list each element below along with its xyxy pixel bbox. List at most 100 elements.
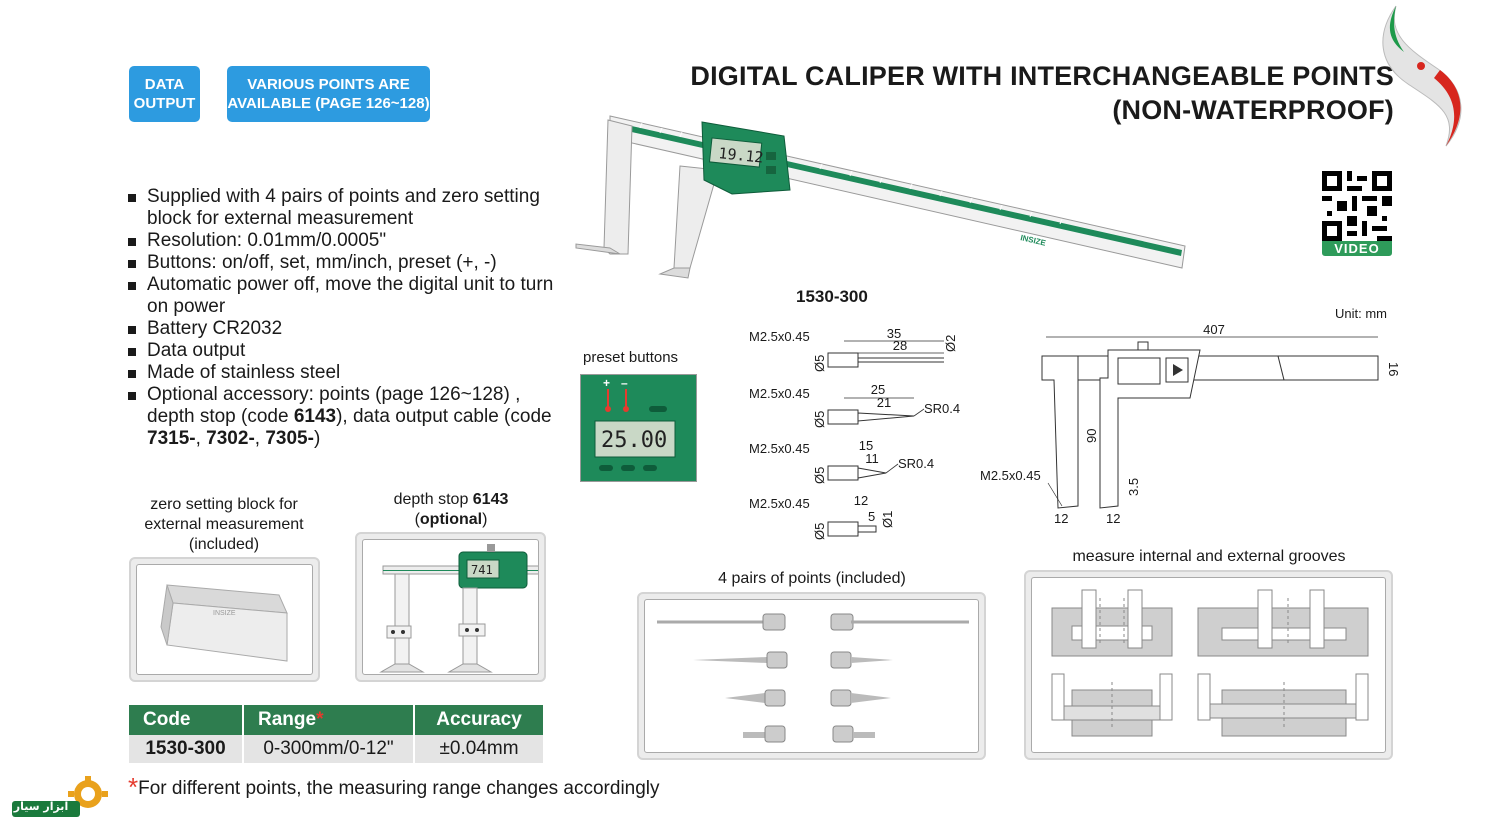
row1-inner: 28 [893, 338, 907, 353]
feature-item: Supplied with 4 pairs of points and zero… [128, 186, 558, 230]
zero-block-photo: INSIZE [129, 557, 320, 682]
pairs-caption: 4 pairs of points (included) [718, 570, 906, 587]
row3-dia: Ø5 [812, 467, 827, 484]
row1-tip: Ø2 [943, 335, 958, 352]
cell-code: 1530-300 [129, 735, 244, 763]
pairs-image [657, 613, 969, 743]
various-points-badge: VARIOUS POINTS ARE AVAILABLE (PAGE 126~1… [227, 66, 430, 122]
feature-item: Made of stainless steel [128, 362, 558, 384]
feature-item: Automatic power off, move the digital un… [128, 274, 558, 318]
caliper-display-reading: 19.12 [718, 144, 765, 167]
product-subtitle: (NON-WATERPROOF) [1112, 95, 1394, 125]
point-drawing-row-4: M2.5x0.45 12 5 Ø1 Ø5 [749, 493, 895, 540]
qr-code-icon [1322, 171, 1392, 241]
caliper-dimension-drawing: 407 16 90 3.5 M2.5x0.45 12 12 [980, 322, 1398, 526]
pairs-photo [637, 592, 986, 760]
grooves-caption: measure internal and external grooves [1072, 548, 1346, 565]
optional-accessory-prefix: Optional accessory: points (page 126~128… [147, 384, 521, 427]
dim-thread: M2.5x0.45 [980, 468, 1041, 483]
table-row: 1530-300 0-300mm/0-12" ±0.04mm [129, 735, 543, 763]
preset-minus-label: – [621, 376, 628, 390]
cable-code-2: 7302- [206, 428, 255, 449]
unit-label: Unit: mm [1335, 306, 1387, 321]
optional-accessory-suffix: ) [313, 428, 321, 449]
footnote-text: For different points, the measuring rang… [138, 778, 660, 799]
feature-item: Buttons: on/off, set, mm/inch, preset (+… [128, 252, 558, 274]
features-list: Supplied with 4 pairs of points and zero… [128, 186, 558, 450]
flag-swoosh-logo [1382, 5, 1462, 147]
footnote-star: * [128, 772, 139, 802]
cell-accuracy: ±0.04mm [414, 735, 543, 763]
abzar-sayar-logo-text: ابزار سیار [13, 800, 69, 813]
row4-thread: M2.5x0.45 [749, 496, 810, 511]
zero-block-caption: zero setting block for external measurem… [129, 495, 319, 555]
header-range-label: Range [258, 709, 317, 730]
optional-accessory-middle: ), data output cable (code [336, 406, 552, 427]
dim-beam-height: 16 [1386, 362, 1398, 376]
paren-open: ( [414, 511, 420, 528]
zero-block-caption-line3: (included) [188, 536, 260, 553]
caliper-illustration: INSIZE 19.12 [575, 115, 1186, 279]
dim-tip-height: 3.5 [1126, 478, 1141, 496]
preset-plus-label: + [603, 376, 610, 390]
code-separator: , [254, 428, 266, 449]
point-drawing-row-1: M2.5x0.45 35 28 Ø2 Ø5 [749, 326, 958, 372]
abzar-sayar-logo [12, 776, 108, 817]
zero-block-image: INSIZE [160, 584, 288, 662]
point-drawing-row-2: M2.5x0.45 25 21 SR0.4 Ø5 [749, 382, 960, 428]
depth-stop-optional: optional [419, 511, 483, 528]
dim-jaw-width-right: 12 [1106, 511, 1120, 526]
preset-plus-button [605, 406, 611, 412]
qr-code[interactable] [1322, 171, 1392, 241]
row4-dia: Ø5 [812, 523, 827, 540]
feature-item: Battery CR2032 [128, 318, 558, 340]
grooves-image [1051, 589, 1369, 737]
various-points-badge-line2: AVAILABLE (PAGE 126~128) [227, 95, 430, 112]
row3-inner: 11 [865, 451, 879, 466]
header-range: Range* [243, 705, 415, 735]
cable-code-3: 7305- [265, 428, 314, 449]
dim-jaw-width-left: 12 [1054, 511, 1068, 526]
row1-thread: M2.5x0.45 [749, 329, 810, 344]
spec-table: Code Range* Accuracy 1530-300 0-300mm/0-… [129, 705, 543, 763]
depth-stop-caption-prefix: depth stop [393, 491, 473, 508]
row2-tip: SR0.4 [924, 401, 960, 416]
row4-tip: Ø1 [880, 511, 895, 528]
row3-thread: M2.5x0.45 [749, 441, 810, 456]
code-separator: , [195, 428, 207, 449]
feature-item-optional-accessory: Optional accessory: points (page 126~128… [128, 384, 558, 450]
preset-buttons-caption: preset buttons [583, 349, 679, 366]
cell-range: 0-300mm/0-12" [243, 735, 415, 763]
depth-stop-caption-code: 6143 [472, 491, 509, 508]
model-label: 1530-300 [796, 287, 868, 306]
row1-dia: Ø5 [812, 355, 827, 372]
dim-length: 407 [1203, 322, 1225, 337]
data-output-badge: DATA OUTPUT [129, 66, 200, 122]
svg-text:INSIZE: INSIZE [213, 610, 236, 617]
header-code: Code [129, 705, 244, 735]
depth-stop-code: 6143 [293, 406, 337, 427]
cable-code-1: 7315- [147, 428, 196, 449]
row2-inner: 21 [877, 395, 891, 410]
zero-block-caption-line2: external measurement [144, 516, 304, 533]
row2-dia: Ø5 [812, 411, 827, 428]
data-output-badge-line2: OUTPUT [133, 95, 196, 112]
row2-outer: 25 [871, 382, 885, 397]
zero-block-caption-line1: zero setting block for [150, 496, 298, 513]
depth-stop-photo: 741 [355, 532, 546, 682]
preset-panel-image: + – 25.00 [594, 376, 676, 471]
row4-outer: 12 [854, 493, 868, 508]
depth-stop-display: 741 [471, 563, 493, 577]
points-dimension-drawings: M2.5x0.45 35 28 Ø2 Ø5 M2.5x0.45 25 21 SR… [749, 326, 960, 540]
header-accuracy: Accuracy [414, 705, 543, 735]
preset-buttons-photo: + – 25.00 [580, 374, 697, 482]
row2-thread: M2.5x0.45 [749, 386, 810, 401]
depth-stop-image: 741 [379, 544, 538, 673]
video-label[interactable]: VIDEO [1322, 241, 1392, 256]
product-title: DIGITAL CALIPER WITH INTERCHANGEABLE POI… [690, 61, 1394, 91]
various-points-badge-line1: VARIOUS POINTS ARE [247, 76, 410, 93]
row3-tip: SR0.4 [898, 456, 934, 471]
feature-item: Data output [128, 340, 558, 362]
depth-stop-caption: depth stop 6143 (optional) [356, 490, 546, 530]
dim-jaw-depth: 90 [1084, 429, 1099, 443]
